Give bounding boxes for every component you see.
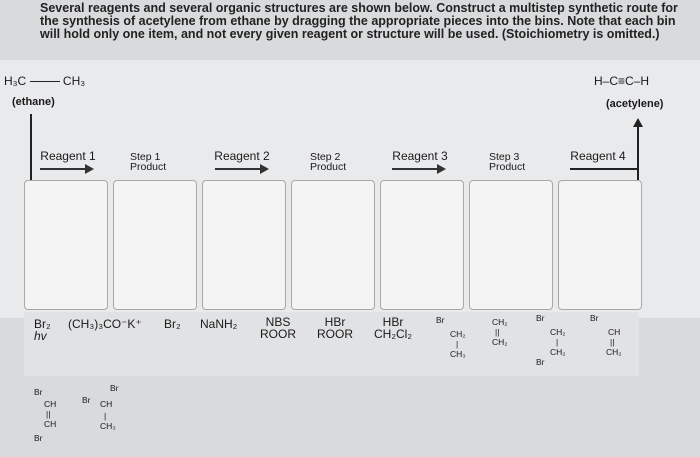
instructions-text: Several reagents and several organic str… bbox=[40, 1, 678, 41]
bin-step-2-product[interactable] bbox=[291, 180, 375, 310]
ethane-structure: H₃C CH₃ bbox=[4, 74, 85, 88]
piece-hbr-roor[interactable]: HBr ROOR bbox=[317, 315, 353, 341]
piece-br2[interactable]: Br₂ bbox=[164, 317, 181, 331]
structure-12-dibromoethane[interactable]: Br CH₂ | CH₂ Br bbox=[536, 313, 566, 367]
structure-vinyl-bromide[interactable]: Br CH || CH₂ bbox=[590, 313, 622, 357]
bin-reagent-4[interactable] bbox=[558, 180, 642, 310]
acetylene-structure: H–C≡C–H bbox=[594, 74, 650, 88]
reagent-1-arrow bbox=[40, 164, 94, 174]
structure-11-dibromoethane[interactable]: Br Br CH | CH₃ bbox=[82, 383, 119, 431]
lower-structures: Br CH || CH Br Br Br CH | CH₃ bbox=[24, 378, 184, 457]
reagent-4-line bbox=[570, 168, 639, 170]
piece-hbr-ch2cl2[interactable]: HBr CH₂Cl₂ bbox=[374, 315, 412, 341]
structure-ethylene[interactable]: CH₂ || CH₂ bbox=[492, 317, 508, 347]
ethane-right: CH₃ bbox=[62, 74, 86, 88]
piece-potassium-tert-butoxide[interactable]: (CH₃)₃CO⁻K⁺ bbox=[68, 317, 142, 331]
bin-reagent-1[interactable] bbox=[24, 180, 108, 310]
reagent-2-label: Reagent 2 bbox=[214, 149, 270, 163]
structure-12-dibromoethene[interactable]: Br CH || CH Br bbox=[34, 387, 57, 443]
structure-bromoethane[interactable]: Br CH₂ | CH₃ bbox=[436, 315, 466, 359]
pieces-tray: Br₂ hv (CH₃)₃CO⁻K⁺ Br₂ NaNH₂ NBS ROOR HB… bbox=[24, 312, 639, 376]
bin-step-3-product[interactable] bbox=[469, 180, 553, 310]
reagent-1-label: Reagent 1 bbox=[40, 149, 96, 163]
bin-row bbox=[24, 180, 642, 310]
reagent-2-arrow bbox=[215, 164, 269, 174]
bin-step-1-product[interactable] bbox=[113, 180, 197, 310]
end-arrowhead bbox=[633, 118, 643, 127]
ethane-bond bbox=[29, 81, 60, 83]
piece-nbs-roor[interactable]: NBS ROOR bbox=[260, 315, 296, 341]
end-up-line bbox=[637, 126, 639, 180]
reagent-3-label: Reagent 3 bbox=[392, 149, 448, 163]
piece-nanh2[interactable]: NaNH₂ bbox=[200, 317, 238, 331]
reagent-4-label: Reagent 4 bbox=[570, 149, 626, 163]
acetylene-name: (acetylene) bbox=[606, 98, 664, 110]
reagent-3-arrow bbox=[392, 164, 446, 174]
bin-reagent-3[interactable] bbox=[380, 180, 464, 310]
bin-reagent-2[interactable] bbox=[202, 180, 286, 310]
piece-br2-hv[interactable]: Br₂ hv bbox=[34, 317, 51, 343]
ethane-name: (ethane) bbox=[12, 96, 55, 108]
start-down-line bbox=[30, 114, 32, 180]
ethane-left: H₃C bbox=[4, 74, 27, 88]
